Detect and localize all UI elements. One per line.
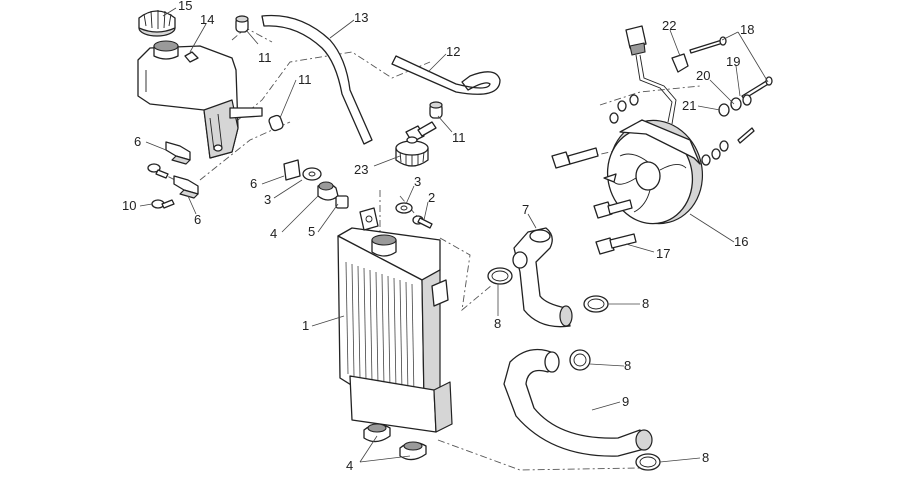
- callout-4: 4: [346, 458, 353, 473]
- callout-11: 11: [258, 50, 272, 65]
- callout-18: 18: [740, 22, 754, 37]
- callout-9: 9: [622, 394, 629, 409]
- callout-4: 4: [270, 226, 277, 241]
- lower-hose-part: [503, 348, 653, 457]
- fan-connector-and-wiring: [625, 25, 689, 125]
- fan-bolt-washer-parts: [609, 36, 773, 166]
- washer-grommet-spacer-parts: [302, 167, 433, 229]
- mounting-bracket-parts: [165, 141, 301, 199]
- callout-15: 15: [178, 0, 192, 13]
- breather-hose-part: [261, 14, 373, 145]
- tank-cap-part: [138, 10, 176, 37]
- callout-3: 3: [414, 174, 421, 189]
- callout-17: 17: [656, 246, 670, 261]
- callout-20: 20: [696, 68, 710, 83]
- screw-parts: [147, 163, 175, 209]
- lower-grommet-parts: [363, 423, 427, 461]
- callout-21: 21: [682, 98, 696, 113]
- callout-11: 11: [298, 72, 312, 87]
- callout-labels: 15 14 11 13 12 11 11 6 6 3 4 5 23 3 2 10…: [122, 0, 754, 473]
- callout-8: 8: [494, 316, 501, 331]
- callout-8: 8: [642, 296, 649, 311]
- callout-6: 6: [134, 134, 141, 149]
- callout-2: 2: [428, 190, 435, 205]
- callout-6: 6: [250, 176, 257, 191]
- callout-6: 6: [194, 212, 201, 227]
- callout-12: 12: [446, 44, 460, 59]
- callout-14: 14: [200, 12, 214, 27]
- radiator-cap-part: [395, 121, 437, 167]
- callout-19: 19: [726, 54, 740, 69]
- fan-mount-bushing-parts: [551, 147, 637, 255]
- radiator-fins: [345, 261, 415, 397]
- expansion-tank-part: [137, 40, 263, 159]
- callout-11: 11: [452, 130, 466, 145]
- hose-clamp-parts: [487, 267, 661, 471]
- callout-3: 3: [264, 192, 271, 207]
- upper-hose-part: [512, 227, 573, 328]
- callout-10: 10: [122, 198, 136, 213]
- callout-13: 13: [354, 10, 368, 25]
- callout-5: 5: [308, 224, 315, 239]
- cooling-fan-part: [603, 119, 704, 225]
- callout-8: 8: [624, 358, 631, 373]
- radiator-core-part: [337, 207, 453, 433]
- callout-8: 8: [702, 450, 709, 465]
- callout-1: 1: [302, 318, 309, 333]
- overflow-hose-part: [391, 55, 501, 95]
- callout-leader-lines: [139, 7, 769, 463]
- callout-7: 7: [522, 202, 529, 217]
- callout-23: 23: [354, 162, 368, 177]
- callout-22: 22: [662, 18, 676, 33]
- callout-16: 16: [734, 234, 748, 249]
- hose-clip-small-parts: [235, 15, 443, 132]
